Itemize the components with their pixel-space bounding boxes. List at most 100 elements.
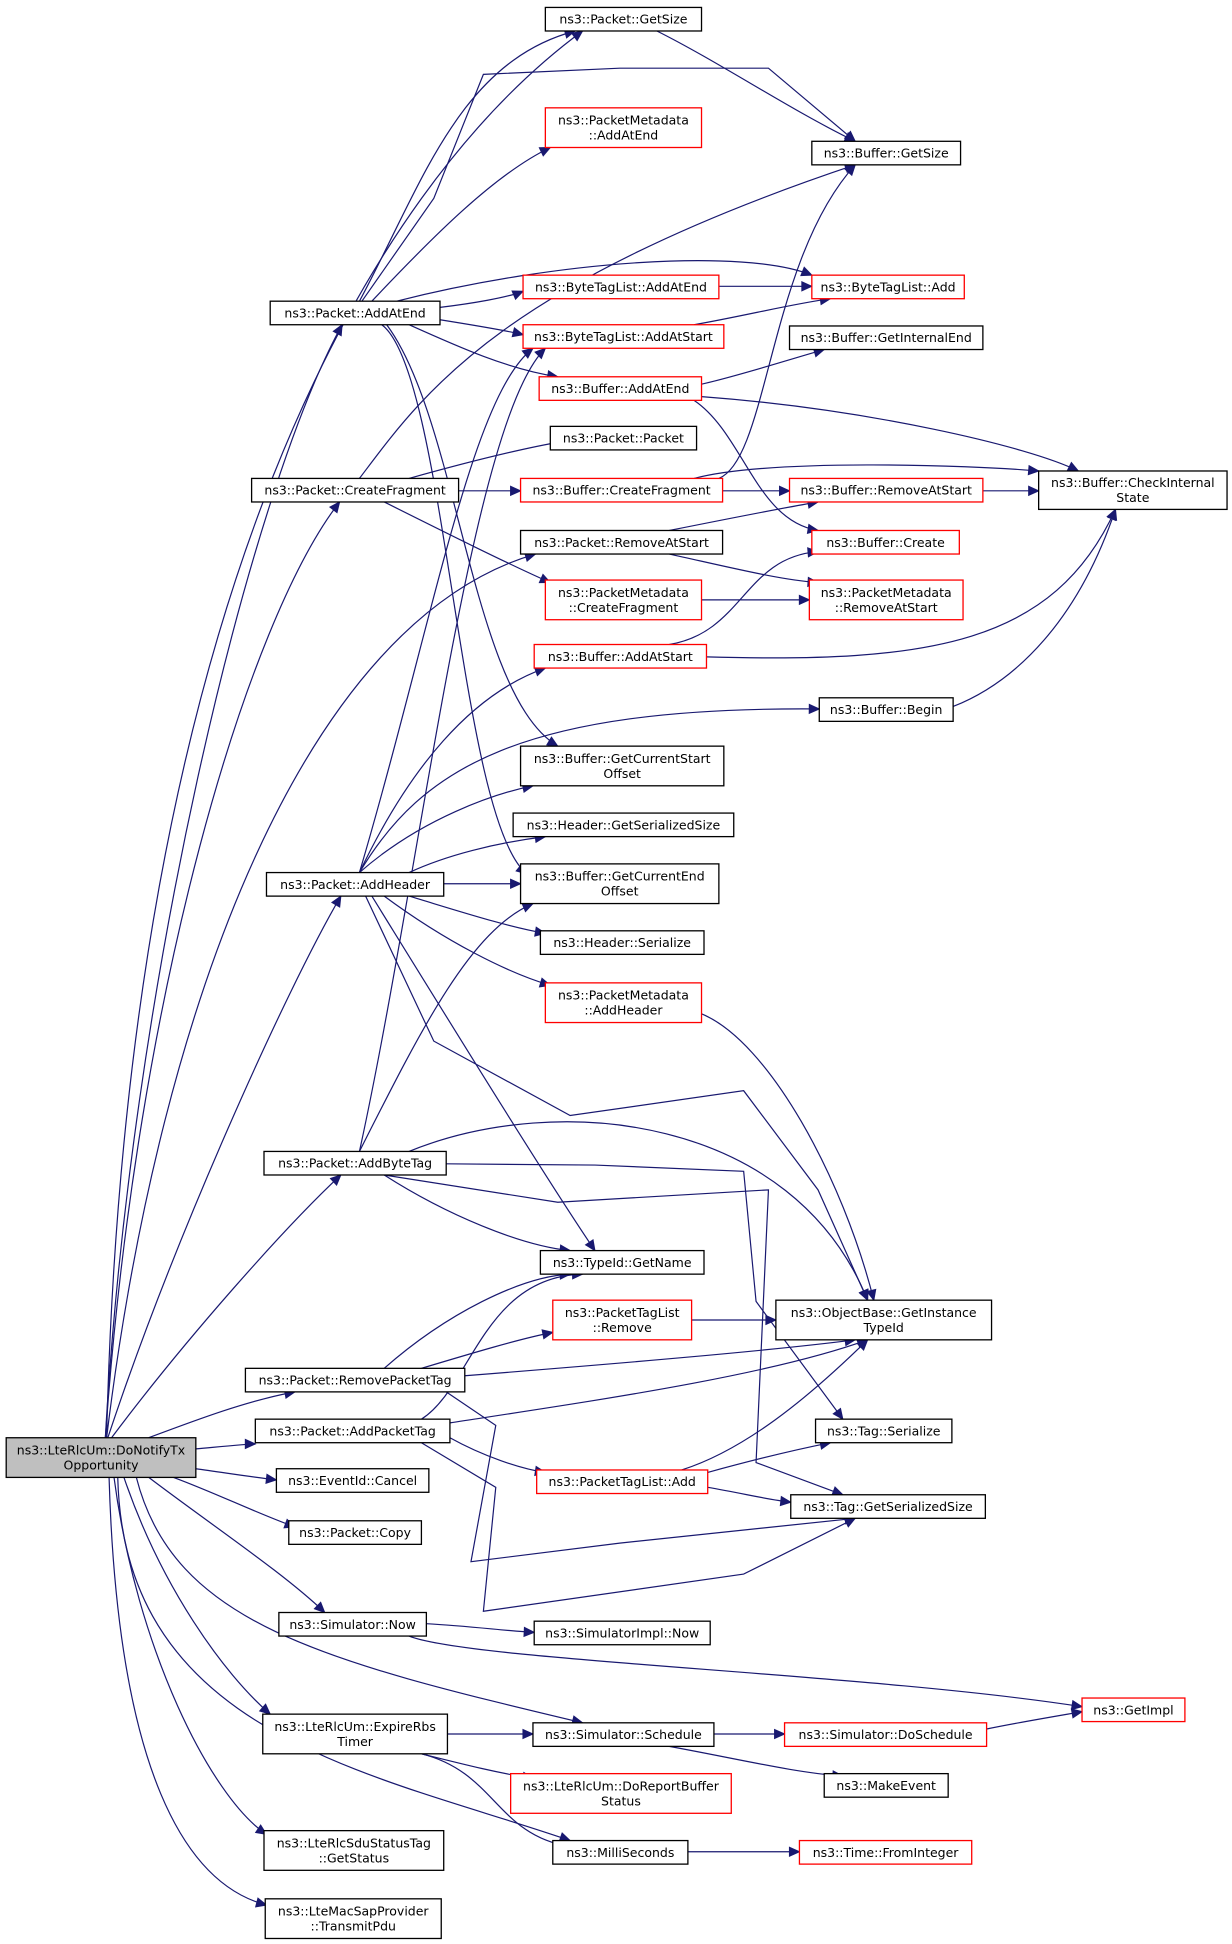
node-pkt-addheader[interactable]: ns3::Packet::AddHeader [265,871,445,897]
node-pkt-packet[interactable]: ns3::Packet::Packet [549,425,698,451]
node-box[interactable] [250,477,460,503]
node-box[interactable] [811,274,965,300]
node-hdr-serialize[interactable]: ns3::Header::Serialize [539,930,705,956]
node-box[interactable] [539,1249,705,1275]
node-box[interactable] [788,477,984,503]
node-pkt-removeatstart[interactable]: ns3::Packet::RemoveAtStart [519,529,724,555]
node-box[interactable] [509,1772,732,1814]
node-box[interactable] [552,1839,689,1865]
node-btl-addatend[interactable]: ns3::ByteTagList::AddAtEnd [522,274,720,300]
node-pkt-createfragment[interactable]: ns3::Packet::CreateFragment [250,477,460,503]
node-box[interactable] [539,930,705,956]
node-box[interactable] [519,863,720,905]
node-box[interactable] [522,274,720,300]
node-eventid-cancel[interactable]: ns3::EventId::Cancel [275,1468,430,1493]
node-box[interactable] [536,1469,709,1495]
node-box[interactable] [1081,1697,1186,1723]
node-buf-begin[interactable]: ns3::Buffer::Begin [818,697,954,723]
node-box[interactable] [808,579,964,621]
node-pkt-copy[interactable]: ns3::Packet::Copy [288,1520,423,1545]
node-box[interactable] [519,477,724,503]
node-macsap-transmitpdu[interactable]: ns3::LteMacSapProvider::TransmitPdu [264,1898,442,1940]
node-sim-schedule[interactable]: ns3::Simulator::Schedule [532,1722,715,1748]
node-box[interactable] [262,1713,449,1755]
node-btl-add[interactable]: ns3::ByteTagList::Add [811,274,965,300]
node-pkt-getsize[interactable]: ns3::Packet::GetSize [544,6,703,32]
node-box[interactable] [263,1150,447,1176]
node-pm-createfragment[interactable]: ns3::PacketMetadata::CreateFragment [544,579,703,621]
node-pm-removeatstart[interactable]: ns3::PacketMetadata::RemoveAtStart [808,579,964,621]
node-box[interactable] [549,425,698,451]
node-box[interactable] [5,1437,197,1479]
node-box[interactable] [818,697,954,723]
node-box[interactable] [783,1722,988,1748]
node-pkt-removepackettag[interactable]: ns3::Packet::RemovePacketTag [244,1367,466,1393]
node-btl-addatstart[interactable]: ns3::ByteTagList::AddAtStart [522,324,725,349]
node-box[interactable] [544,6,703,32]
node-box[interactable] [254,1418,451,1444]
node-tag-serialize[interactable]: ns3::Tag::Serialize [814,1418,953,1444]
node-box[interactable] [264,1898,442,1940]
node-box[interactable] [790,1494,987,1519]
node-box[interactable] [544,982,703,1024]
node-box[interactable] [288,1520,423,1545]
node-tag-getserializedsize[interactable]: ns3::Tag::GetSerializedSize [790,1494,987,1519]
node-pkt-addbytetag[interactable]: ns3::Packet::AddByteTag [263,1150,447,1176]
node-box[interactable] [512,812,735,838]
node-box[interactable] [811,529,960,555]
node-sim-now[interactable]: ns3::Simulator::Now [278,1611,428,1637]
node-buf-addatend[interactable]: ns3::Buffer::AddAtEnd [538,376,703,401]
node-box[interactable] [278,1611,428,1637]
node-typeid-getname[interactable]: ns3::TypeId::GetName [539,1249,705,1275]
node-time-frominteger[interactable]: ns3::Time::FromInteger [798,1839,973,1865]
node-sim-doschedule[interactable]: ns3::Simulator::DoSchedule [783,1722,988,1748]
node-hdr-getserializedsize[interactable]: ns3::Header::GetSerializedSize [512,812,735,838]
node-box[interactable] [544,579,703,621]
node-box[interactable] [1037,470,1228,511]
node-box[interactable] [244,1367,466,1393]
node-pkt-addatend[interactable]: ns3::Packet::AddAtEnd [269,300,441,326]
node-box[interactable] [275,1468,430,1493]
node-pm-addatend[interactable]: ns3::PacketMetadata::AddAtEnd [544,107,703,149]
node-box[interactable] [519,529,724,555]
node-buf-getsize[interactable]: ns3::Buffer::GetSize [811,140,962,166]
node-box[interactable] [552,1299,693,1341]
node-simimpl-now[interactable]: ns3::SimulatorImpl::Now [533,1620,711,1646]
node-makeevent[interactable]: ns3::MakeEvent [823,1772,949,1798]
node-box[interactable] [788,325,984,351]
node-box[interactable] [532,1722,715,1748]
node-box[interactable] [538,376,703,401]
node-box[interactable] [269,300,441,326]
node-box[interactable] [775,1299,993,1341]
node-box[interactable] [522,324,725,349]
node-pm-addheader[interactable]: ns3::PacketMetadata::AddHeader [544,982,703,1024]
node-box[interactable] [533,1620,711,1646]
node-buf-create[interactable]: ns3::Buffer::Create [811,529,960,555]
node-box[interactable] [265,871,445,897]
node-ptl-add[interactable]: ns3::PacketTagList::Add [536,1469,709,1495]
node-buf-createfragment[interactable]: ns3::Buffer::CreateFragment [519,477,724,503]
node-buf-addatstart[interactable]: ns3::Buffer::AddAtStart [533,643,708,669]
node-sdutag-getstatus[interactable]: ns3::LteRlcSduStatusTag::GetStatus [263,1829,445,1871]
node-ptl-remove[interactable]: ns3::PacketTagList::Remove [552,1299,693,1341]
node-box[interactable] [823,1772,949,1798]
node-pkt-addpackettag[interactable]: ns3::Packet::AddPacketTag [254,1418,451,1444]
node-getimpl[interactable]: ns3::GetImpl [1081,1697,1186,1723]
node-box[interactable] [263,1829,445,1871]
node-buf-removeatstart[interactable]: ns3::Buffer::RemoveAtStart [788,477,984,503]
node-box[interactable] [519,745,725,787]
node-box[interactable] [814,1418,953,1444]
node-box[interactable] [544,107,703,149]
node-buf-getinternalend[interactable]: ns3::Buffer::GetInternalEnd [788,325,984,351]
node-box[interactable] [811,140,962,166]
node-box[interactable] [533,643,708,669]
node-milliseconds[interactable]: ns3::MilliSeconds [552,1839,689,1865]
node-box[interactable] [798,1839,973,1865]
